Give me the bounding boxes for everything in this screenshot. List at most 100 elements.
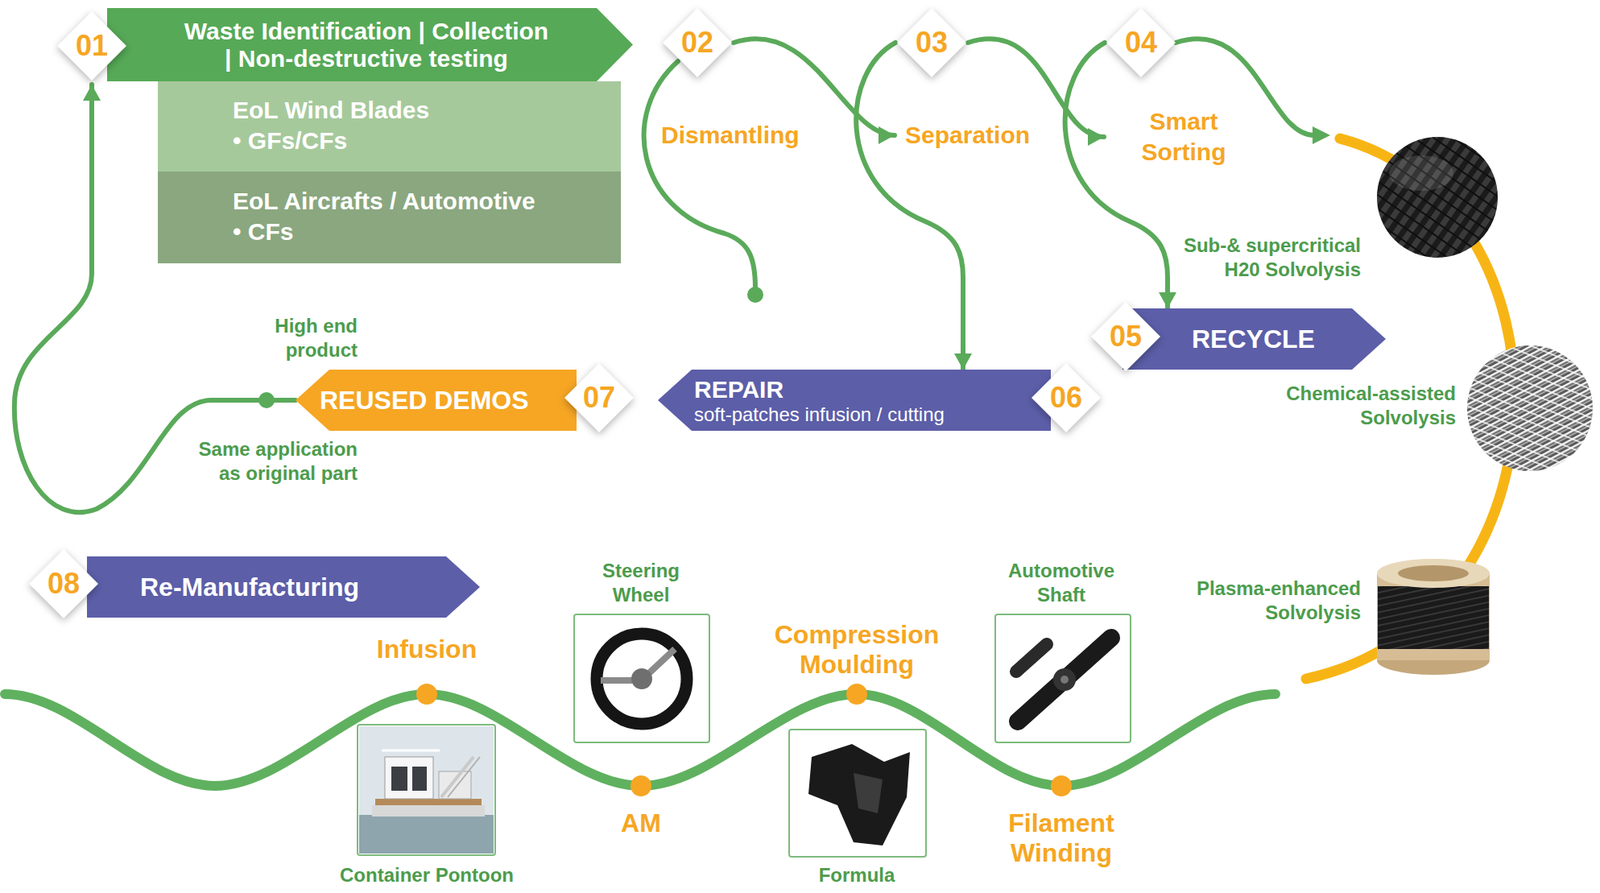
banner-text: REUSED DEMOS [319, 385, 530, 415]
banner-title: Re-Manufacturing [140, 572, 360, 602]
connector-dot [258, 392, 275, 409]
banner-outline [295, 369, 577, 431]
roof-rail [381, 749, 440, 753]
caption-label: Chemical-assisted Solvolysis [1270, 381, 1456, 430]
arrow-banner: Re-Manufacturing [86, 556, 480, 618]
connector-line [855, 42, 964, 370]
glass-fiber-strands [1467, 345, 1593, 472]
steering-spoke [600, 677, 633, 684]
connector-line [1065, 42, 1168, 309]
stair [441, 756, 474, 798]
arrow-head [1087, 128, 1104, 146]
pontoon-deck [375, 798, 482, 806]
process-dot [630, 775, 652, 797]
caption-label: High end product [236, 314, 358, 363]
arrow-head [878, 126, 895, 145]
diamond-outline [1106, 8, 1176, 78]
number-diamond: 06 [1029, 360, 1104, 435]
arrow-head [1312, 126, 1331, 145]
photo-frame [574, 614, 710, 743]
carbon-fabric-photo [1376, 136, 1498, 258]
number-diamond: 01 [54, 8, 129, 83]
step-number: 07 [582, 383, 616, 413]
banner-text: REPAIRsoft-patches infusion / cutting [694, 376, 945, 426]
spool-hole [1397, 565, 1469, 582]
banner-outline [107, 8, 633, 82]
banner-title: REUSED DEMOS [319, 385, 530, 415]
pontoon-sky [359, 726, 494, 854]
caption-label: Plasma-enhanced Solvolysis [1179, 576, 1361, 625]
step-diamond: 03 [894, 5, 969, 80]
arrow-banner: RECYCLE [1122, 308, 1386, 370]
process-step: 03Separation [894, 5, 1030, 150]
formula-detail [853, 773, 883, 814]
banner-title: RECYCLE [1191, 324, 1315, 354]
fabric-sheen [1389, 155, 1454, 191]
loop-end-dot [747, 286, 764, 303]
process-label: Compression Moulding [760, 620, 954, 680]
step-name: Separation [905, 120, 1030, 150]
process-step: 04Smart Sorting [1103, 5, 1233, 168]
step-number: 05 [1109, 322, 1142, 352]
diamond-outline [897, 8, 967, 78]
process-dot [1050, 775, 1072, 797]
banner-outline [86, 556, 480, 618]
step-name: Dismantling [661, 120, 800, 150]
caption-label: Sub-& supercritical H20 Solvolysis [1167, 233, 1361, 282]
number-diamond: 07 [562, 360, 637, 435]
house-window [391, 766, 408, 791]
house-window [412, 766, 427, 791]
shaft-tube [1016, 644, 1047, 672]
shaft-flange [1053, 668, 1076, 691]
spool-top [1376, 558, 1490, 588]
caption-label: Formula [776, 863, 938, 888]
box-bullet: • CFs [232, 216, 621, 248]
process-label: AM [592, 808, 690, 839]
banner-text: Waste Identification | Collection | Non-… [179, 17, 554, 73]
step-number: 02 [681, 28, 714, 58]
connector [1065, 42, 1177, 309]
steering-hub [631, 668, 653, 690]
process-dot [846, 683, 868, 705]
banner-text: RECYCLE [1191, 324, 1315, 354]
category-box: EoL Wind Blades• GFs/CFs [157, 81, 621, 172]
banner-outline [657, 369, 1051, 431]
steering-rim [596, 633, 687, 724]
number-diamond: 05 [1088, 299, 1163, 374]
dismantling-loop [644, 61, 756, 289]
formula-part [808, 744, 910, 846]
process-dot [416, 683, 438, 705]
arrow-head [82, 84, 101, 101]
step-diamond: 02 [660, 5, 735, 80]
step-number: 03 [915, 28, 948, 58]
connector [855, 42, 972, 370]
steering-spoke [649, 649, 675, 674]
arrow-head [1158, 292, 1177, 309]
box-bullet: • GFs/CFs [232, 125, 621, 157]
arrow-head [954, 353, 972, 370]
carbon-winding [1377, 586, 1489, 650]
caption-label: Container Pontoon [322, 863, 532, 888]
box-title: EoL Aircrafts / Automotive [232, 186, 621, 217]
pontoon-water [359, 814, 494, 854]
caption-label: Same application as original part [178, 437, 358, 486]
category-box: EoL Aircrafts / Automotive• CFs [157, 171, 621, 264]
step-diamond: 04 [1103, 5, 1179, 80]
caption-label: Automotive Shaft [996, 558, 1126, 608]
step-number: 01 [75, 31, 108, 61]
box-title: EoL Wind Blades [232, 95, 621, 126]
connector-line [733, 38, 895, 136]
shaft-flange [1060, 675, 1069, 684]
step-name: Smart Sorting [1135, 106, 1233, 168]
glass-fiber-photo [1467, 345, 1593, 472]
process-step: 02Dismantling [660, 5, 800, 150]
photo-frame [789, 729, 927, 857]
photo-frame [357, 724, 496, 856]
banner-title: REPAIR [694, 376, 945, 404]
diamond-outline [662, 8, 732, 78]
process-label: Infusion [346, 634, 508, 665]
banner-outline [1122, 308, 1386, 370]
stair-rail [447, 756, 480, 798]
pontoon-float [372, 805, 485, 817]
